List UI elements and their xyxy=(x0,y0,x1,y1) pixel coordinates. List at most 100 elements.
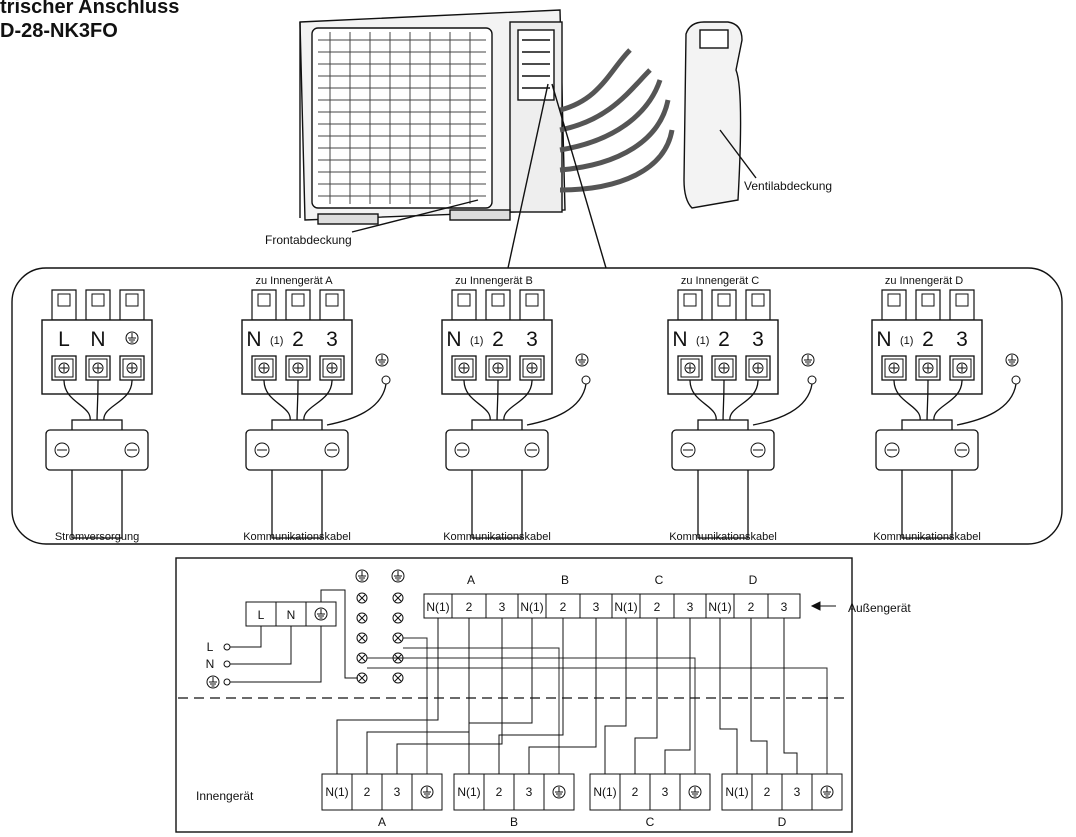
cable-label: Kommunikationskabel xyxy=(243,531,351,543)
outdoor-cell-label: N(1) xyxy=(426,600,449,614)
terminal-label: 3 xyxy=(956,328,968,351)
indoor-cell xyxy=(453,773,485,811)
terminal-label: N xyxy=(446,328,461,351)
schematic-frame xyxy=(175,557,853,833)
cable-clamp xyxy=(445,429,549,471)
comm-wire xyxy=(336,618,439,774)
power-cell-label: N xyxy=(287,608,296,622)
comm-wire xyxy=(604,618,627,774)
comm-wire xyxy=(366,618,470,774)
page-title-line1: trischer Anschluss xyxy=(0,0,180,18)
indoor-cell-label: N(1) xyxy=(325,785,348,799)
outdoor-cell xyxy=(639,593,675,619)
earth-wire xyxy=(403,637,428,774)
outdoor-cell-label: 2 xyxy=(560,600,567,614)
terminal-block-heading: zu Innengerät C xyxy=(681,275,759,287)
valve-cover-label: Ventilabdeckung xyxy=(744,179,832,193)
comm-wire xyxy=(528,618,597,774)
outdoor-cell-label: 2 xyxy=(748,600,755,614)
indoor-cell-label: 3 xyxy=(394,785,401,799)
indoor-cell-label: 2 xyxy=(764,785,771,799)
terminal-label: 3 xyxy=(326,328,338,351)
indoor-group-letter: B xyxy=(510,815,518,829)
terminal-label-suffix: (1) xyxy=(270,335,283,347)
indoor-group-letter: A xyxy=(378,815,386,829)
outdoor-cell-label: N(1) xyxy=(708,600,731,614)
cable-label: Kommunikationskabel xyxy=(443,531,551,543)
terminal-label: N xyxy=(246,328,261,351)
terminal-label: N xyxy=(672,328,687,351)
cable-clamp xyxy=(875,429,979,471)
cable-clamp xyxy=(671,429,775,471)
comm-wire xyxy=(719,618,738,774)
page-title-line2: D-28-NK3FO xyxy=(0,20,118,42)
terminal-label-suffix: (1) xyxy=(900,335,913,347)
terminal-block-heading: zu Innengerät D xyxy=(885,275,963,287)
terminal-label: 2 xyxy=(922,328,934,351)
power-lead-wire xyxy=(230,626,262,648)
outdoor-cell-label: 3 xyxy=(687,600,694,614)
outdoor-group-letter: B xyxy=(561,573,569,587)
terminal-label: 2 xyxy=(492,328,504,351)
comm-wire xyxy=(634,618,658,774)
cable-label: Kommunikationskabel xyxy=(669,531,777,543)
comm-wire xyxy=(468,618,533,774)
terminal-label: 3 xyxy=(526,328,538,351)
indoor-cell-label: 3 xyxy=(526,785,533,799)
outdoor-cell xyxy=(673,593,707,619)
indoor-cell-label: N(1) xyxy=(457,785,480,799)
earth-wire xyxy=(403,647,560,774)
outdoor-cell-label: 3 xyxy=(593,600,600,614)
indoor-cell xyxy=(781,773,813,811)
comm-wire xyxy=(396,618,503,774)
comm-wire xyxy=(783,618,798,774)
outdoor-cell xyxy=(767,593,801,619)
indoor-group-letter: D xyxy=(778,815,787,829)
terminal-label: 2 xyxy=(292,328,304,351)
outdoor-cell-label: 2 xyxy=(466,600,473,614)
terminal-label: 3 xyxy=(752,328,764,351)
cable-label: Stromversorgung xyxy=(55,531,139,543)
indoor-cell-label: 2 xyxy=(364,785,371,799)
power-lead-label: L xyxy=(207,640,214,654)
outdoor-cell-label: N(1) xyxy=(614,600,637,614)
terminal-panel-frame xyxy=(11,267,1063,545)
indoor-group-letter: C xyxy=(646,815,655,829)
indoor-cell-label: 3 xyxy=(794,785,801,799)
indoor-cell-label: N(1) xyxy=(725,785,748,799)
terminal-label-suffix: (1) xyxy=(696,335,709,347)
cable-label: Kommunikationskabel xyxy=(873,531,981,543)
comm-wire xyxy=(750,618,768,774)
terminal-label-suffix: (1) xyxy=(470,335,483,347)
power-cell xyxy=(245,601,277,627)
front-cover-label: Frontabdeckung xyxy=(265,233,352,247)
outdoor-label: Außengerät xyxy=(848,601,911,615)
terminal-block-heading: zu Innengerät B xyxy=(455,275,533,287)
indoor-cell xyxy=(649,773,681,811)
comm-wire xyxy=(664,618,691,774)
outdoor-group-letter: D xyxy=(749,573,758,587)
terminal-label: N xyxy=(876,328,891,351)
indoor-label: Innengerät xyxy=(196,789,254,803)
cable-clamp xyxy=(245,429,349,471)
indoor-cell-label: N(1) xyxy=(593,785,616,799)
indoor-cell-label: 2 xyxy=(496,785,503,799)
power-lead-wire xyxy=(230,626,322,683)
earth-wire xyxy=(320,589,358,679)
power-lead-label: N xyxy=(206,657,215,671)
outdoor-group-letter: A xyxy=(467,573,475,587)
valve-cover-illustration xyxy=(683,21,757,209)
outdoor-cell-label: 3 xyxy=(499,600,506,614)
indoor-cell xyxy=(483,773,515,811)
outdoor-cell xyxy=(485,593,519,619)
outdoor-group-letter: C xyxy=(655,573,664,587)
outdoor-cell-label: N(1) xyxy=(520,600,543,614)
cable-clamp xyxy=(45,429,149,471)
